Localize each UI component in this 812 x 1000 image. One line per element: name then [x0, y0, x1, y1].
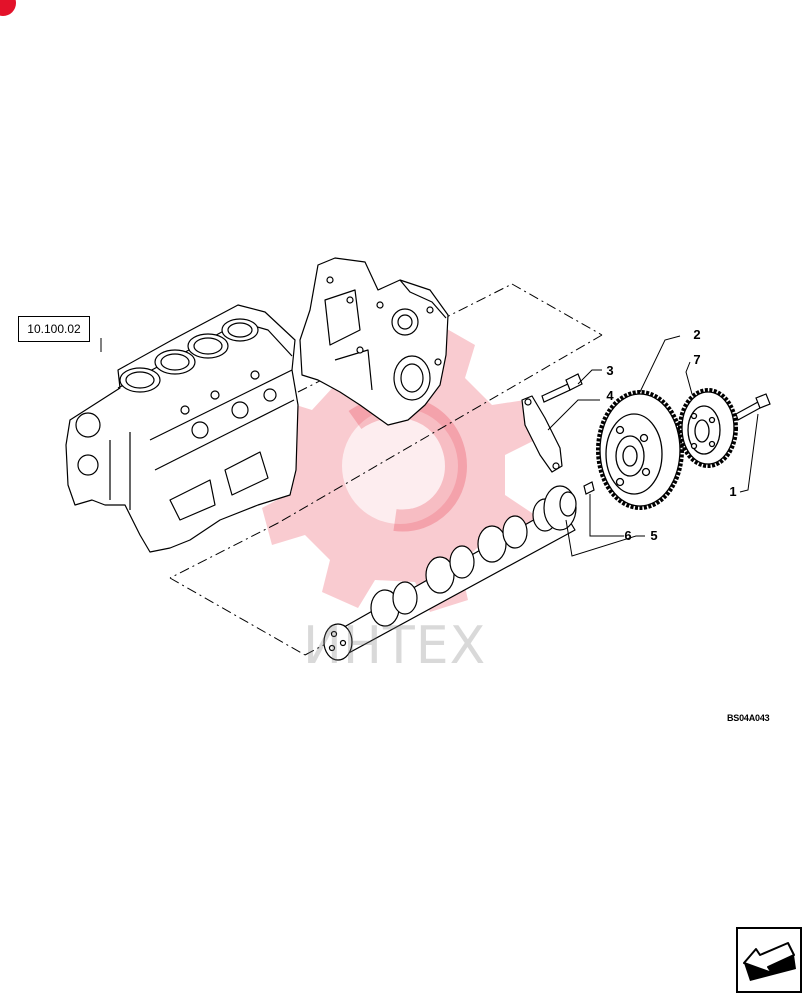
callout-2: 2	[693, 327, 701, 342]
callout-4: 4	[606, 388, 614, 403]
callout-5: 5	[650, 528, 658, 543]
timing-housing	[299, 257, 449, 426]
corner-mark	[0, 0, 16, 16]
camshaft-gear	[596, 390, 684, 510]
callout-3: 3	[606, 363, 614, 378]
image-code: BS04A043	[727, 713, 770, 723]
thrust-plate	[521, 395, 563, 473]
callout-6: 6	[624, 528, 632, 543]
back-button[interactable]	[736, 927, 802, 993]
leader-lines	[100, 335, 759, 557]
bolt-item-1	[735, 393, 771, 421]
engine-block	[65, 304, 299, 553]
key-item-6	[583, 481, 595, 495]
idler-gear	[678, 388, 738, 468]
watermark-text: ИНТЕХ	[303, 616, 487, 676]
callout-1: 1	[729, 484, 737, 499]
callout-7: 7	[693, 352, 701, 367]
bolt-item-3	[541, 373, 583, 403]
arrow-back-icon	[743, 942, 796, 981]
reference-box[interactable]: 10.100.02	[18, 316, 90, 342]
camshaft	[323, 485, 577, 661]
